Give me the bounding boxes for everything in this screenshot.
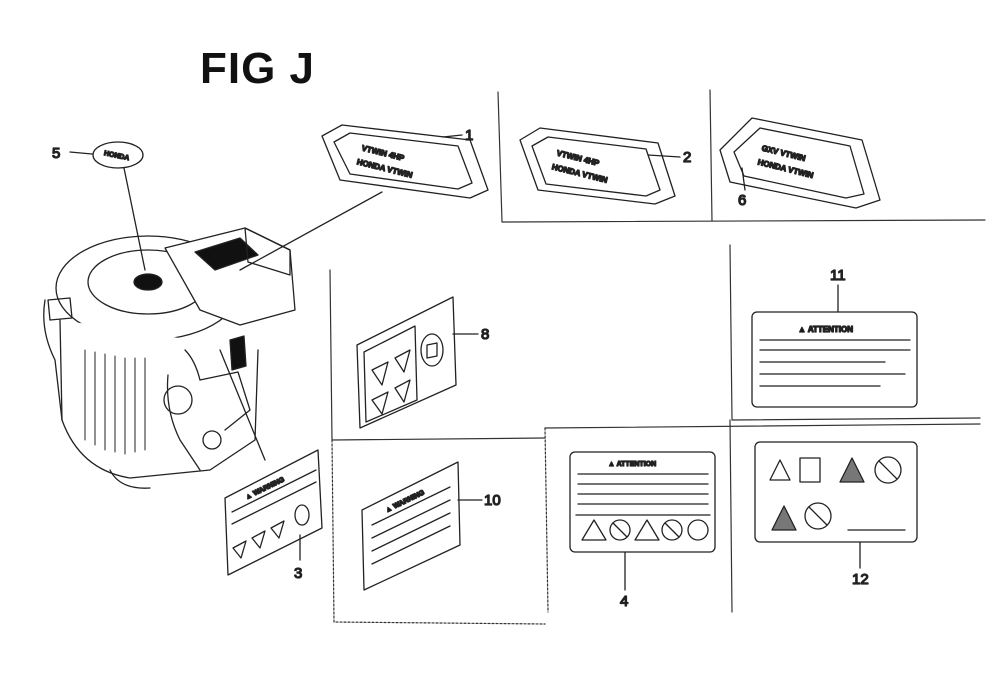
side-label-spot [229, 335, 247, 371]
panel-dividers [329, 89, 986, 625]
callout-12: 12 [852, 571, 869, 588]
part-1-decal: VTWIN 4HP HONDA VTWIN 1 [239, 124, 489, 271]
callout-1: 1 [465, 127, 473, 144]
callout-8: 8 [481, 326, 489, 343]
callout-3: 3 [294, 565, 302, 582]
callout-6: 6 [738, 192, 746, 209]
attention-text-4: ▲ ATTENTION [608, 461, 656, 468]
part-12-label: 12 [754, 441, 918, 589]
part-2-decal: VTWIN 4HP HONDA VTWIN 2 [519, 127, 692, 205]
figure-title: FIG J [200, 44, 316, 93]
engine-emblem-spot [133, 273, 163, 291]
part-4-label: ▲ ATTENTION 4 [569, 451, 716, 611]
callout-2: 2 [683, 149, 691, 166]
part-8-label: 8 [356, 296, 490, 429]
callout-10: 10 [484, 492, 501, 509]
part-10-label: ▲ WARNING 10 [361, 461, 501, 591]
callout-4: 4 [620, 593, 628, 610]
part-6-decal: GXV VTWIN HONDA VTWIN 6 [719, 117, 881, 210]
attention-text-11: ▲ ATTENTION [798, 325, 853, 334]
engine-illustration [43, 227, 296, 489]
callout-5: 5 [52, 145, 60, 162]
part-5-emblem: HONDA 5 [51, 141, 146, 271]
air-cleaner-label-spot [194, 237, 259, 271]
callout-11: 11 [830, 267, 846, 284]
part-11-label: ▲ ATTENTION 11 [751, 266, 918, 408]
